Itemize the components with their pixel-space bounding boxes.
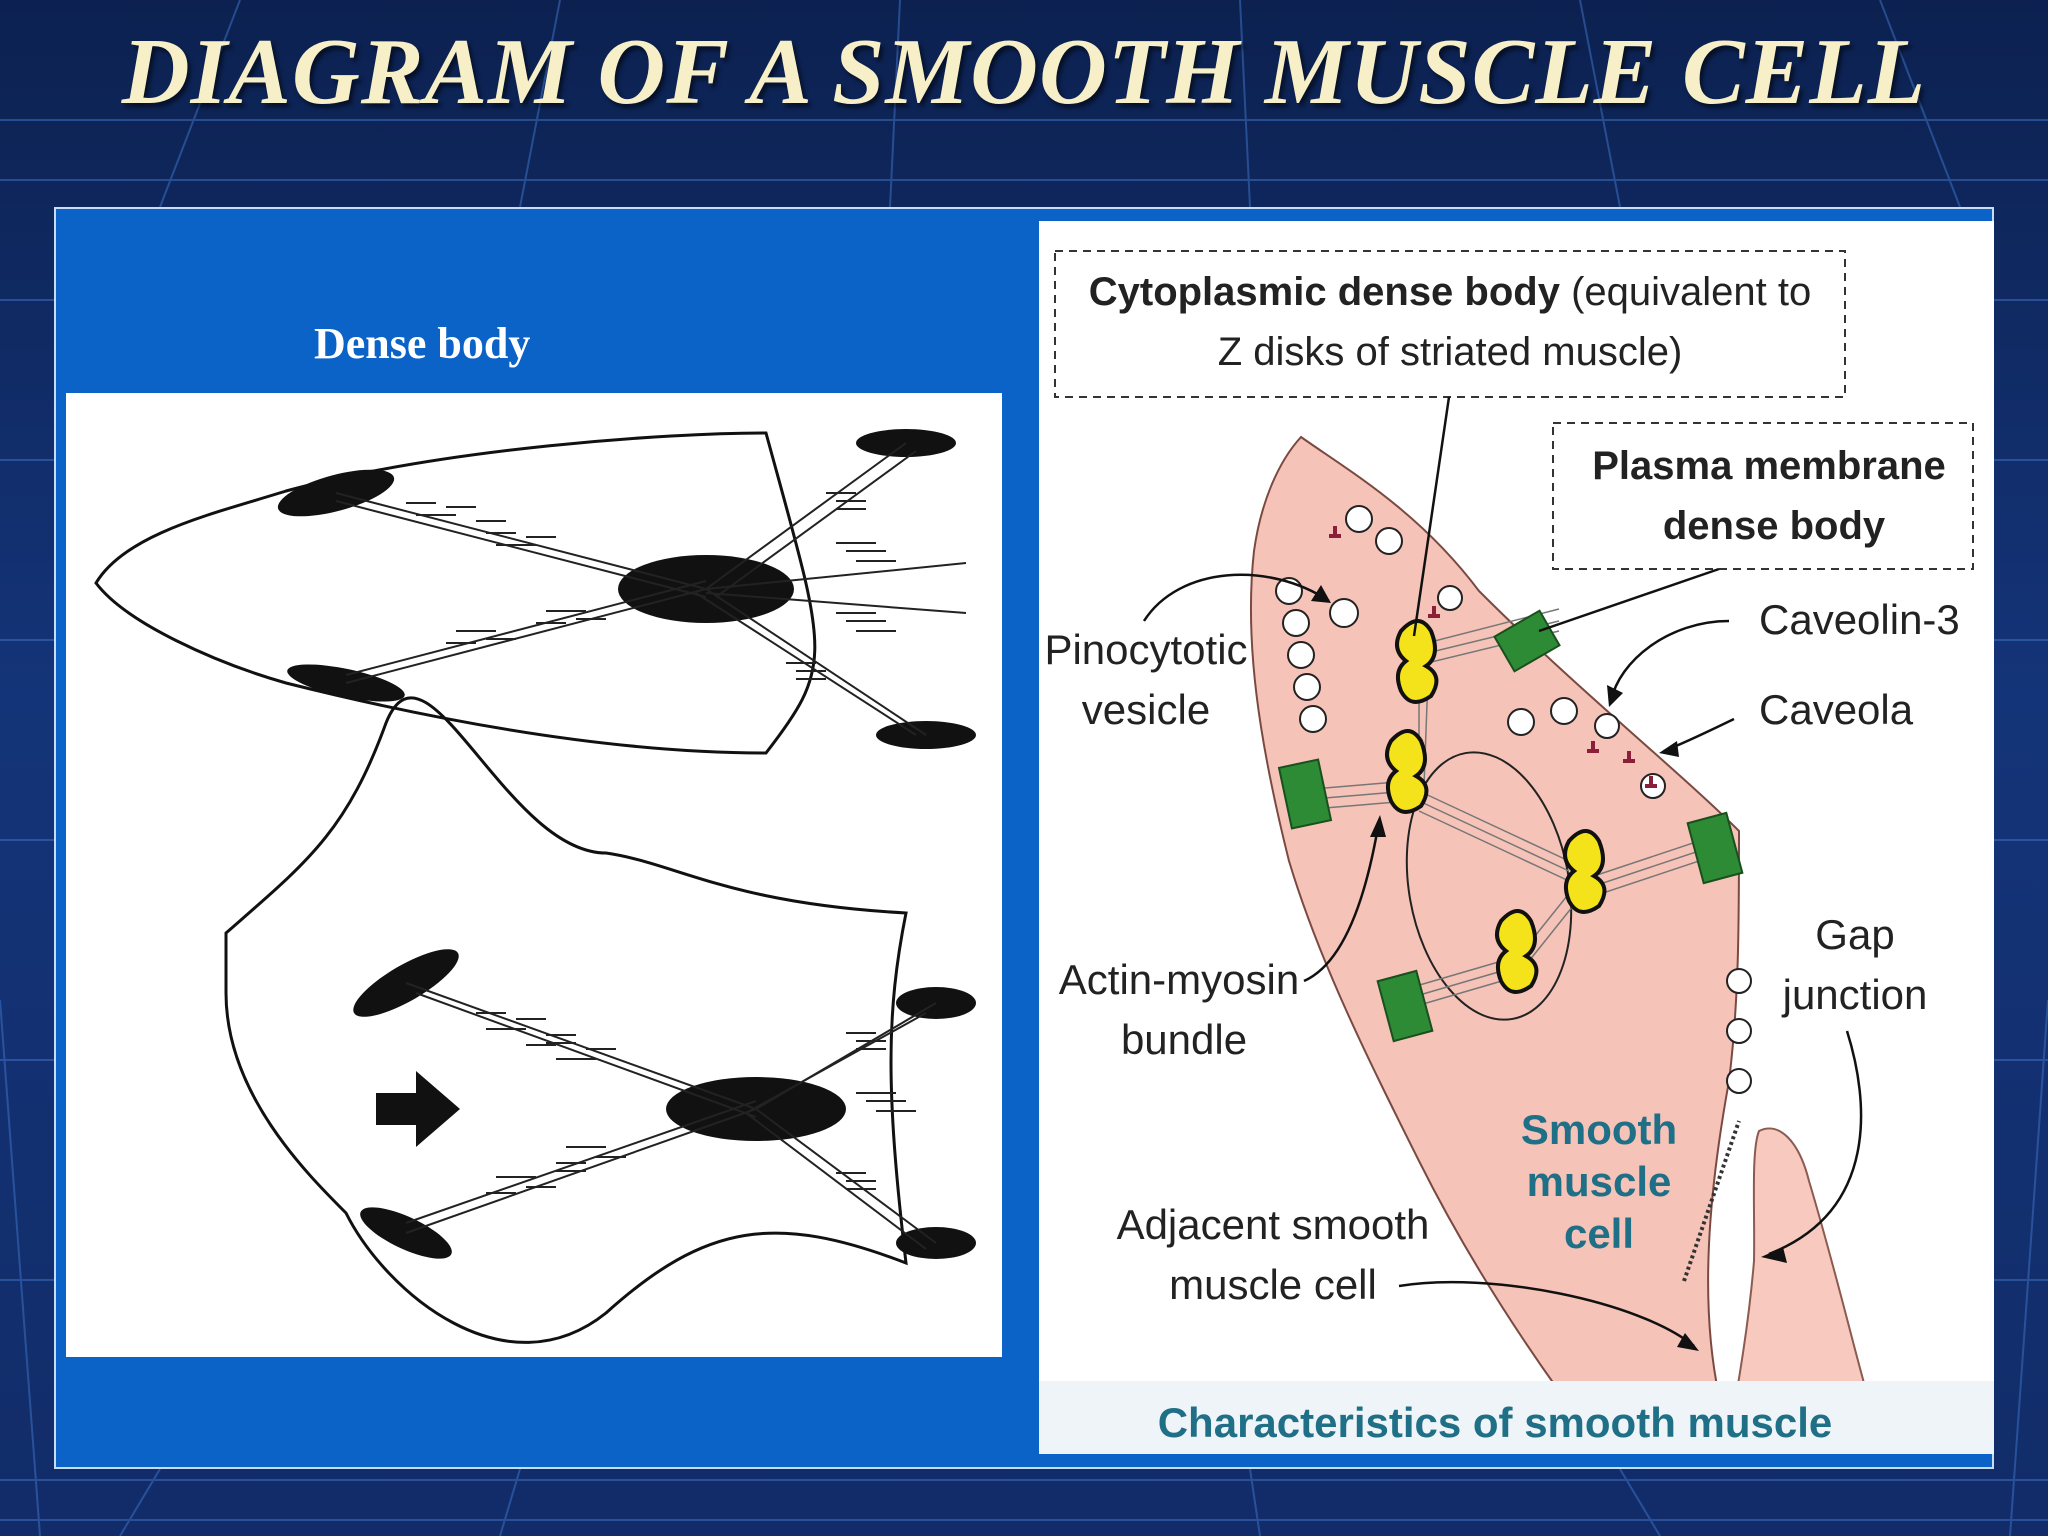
gap-junction-label-line1: Gap	[1815, 911, 1894, 958]
pinocytotic-label-line1: Pinocytotic	[1044, 626, 1247, 673]
contraction-arrow	[376, 1071, 460, 1147]
caveolin-label: Caveolin-3	[1759, 596, 1960, 643]
pinocytotic-label-line2: vesicle	[1082, 686, 1210, 733]
cytoplasmic-dense-bodies	[1385, 619, 1607, 994]
smooth-muscle-cell-label-line3: cell	[1564, 1210, 1634, 1257]
plasma-membrane-dense-body-box	[1552, 422, 1974, 570]
gap-junction-label-line2: junction	[1781, 971, 1928, 1018]
actin-myosin-label-line1: Actin-myosin	[1059, 956, 1299, 1003]
left-diagram-panel	[66, 392, 1002, 1357]
actin-myosin-label-line2: bundle	[1121, 1016, 1247, 1063]
membrane-dense-bodies	[1277, 609, 1744, 1043]
right-diagram-panel: Cytoplasmic dense body (equivalent to Z …	[1039, 221, 1994, 1454]
caveola-label: Caveola	[1759, 686, 1914, 733]
nucleus-outline	[1405, 751, 1573, 1021]
contracted-cell-outline	[224, 696, 908, 1344]
slide-title: DIAGRAM OF A SMOOTH MUSCLE CELL	[121, 20, 1927, 124]
plasma-membrane-label-line1: Plasma membrane	[1592, 444, 1946, 488]
smooth-muscle-cell-label-line1: Smooth	[1521, 1106, 1677, 1153]
cytoplasmic-dense-body-box	[1054, 250, 1846, 398]
footer-caption: Characteristics of smooth muscle	[1158, 1399, 1833, 1446]
cytoplasmic-dense-body-rest: (equivalent to	[1560, 270, 1811, 314]
contracted-filaments	[405, 982, 937, 1250]
gap-junction-bumps	[1726, 968, 1752, 1094]
cytoplasmic-dense-body-bold: Cytoplasmic dense body	[1089, 270, 1561, 314]
dense-body-label: Dense body	[314, 319, 531, 368]
plasma-membrane-label-line2: dense body	[1663, 504, 1886, 548]
adjacent-cell-label-line2: muscle cell	[1169, 1261, 1377, 1308]
caveolin-markers	[1329, 526, 1657, 788]
leader-arrowheads	[1311, 585, 1787, 1351]
membrane-junction	[1682, 1120, 1741, 1282]
adjacent-cell-label-line1: Adjacent smooth	[1117, 1201, 1430, 1248]
cytoplasmic-dense-body-label: Cytoplasmic dense body (equivalent to	[1089, 270, 1812, 314]
relaxed-filaments	[335, 442, 967, 736]
leader-lines	[1142, 396, 1863, 1347]
smooth-muscle-cell-label-line2: muscle	[1527, 1158, 1672, 1205]
relaxed-cell-outline	[94, 431, 817, 755]
footer-band	[1039, 1381, 1994, 1454]
cytoplasmic-dense-body-line2: Z disks of striated muscle)	[1218, 330, 1683, 374]
